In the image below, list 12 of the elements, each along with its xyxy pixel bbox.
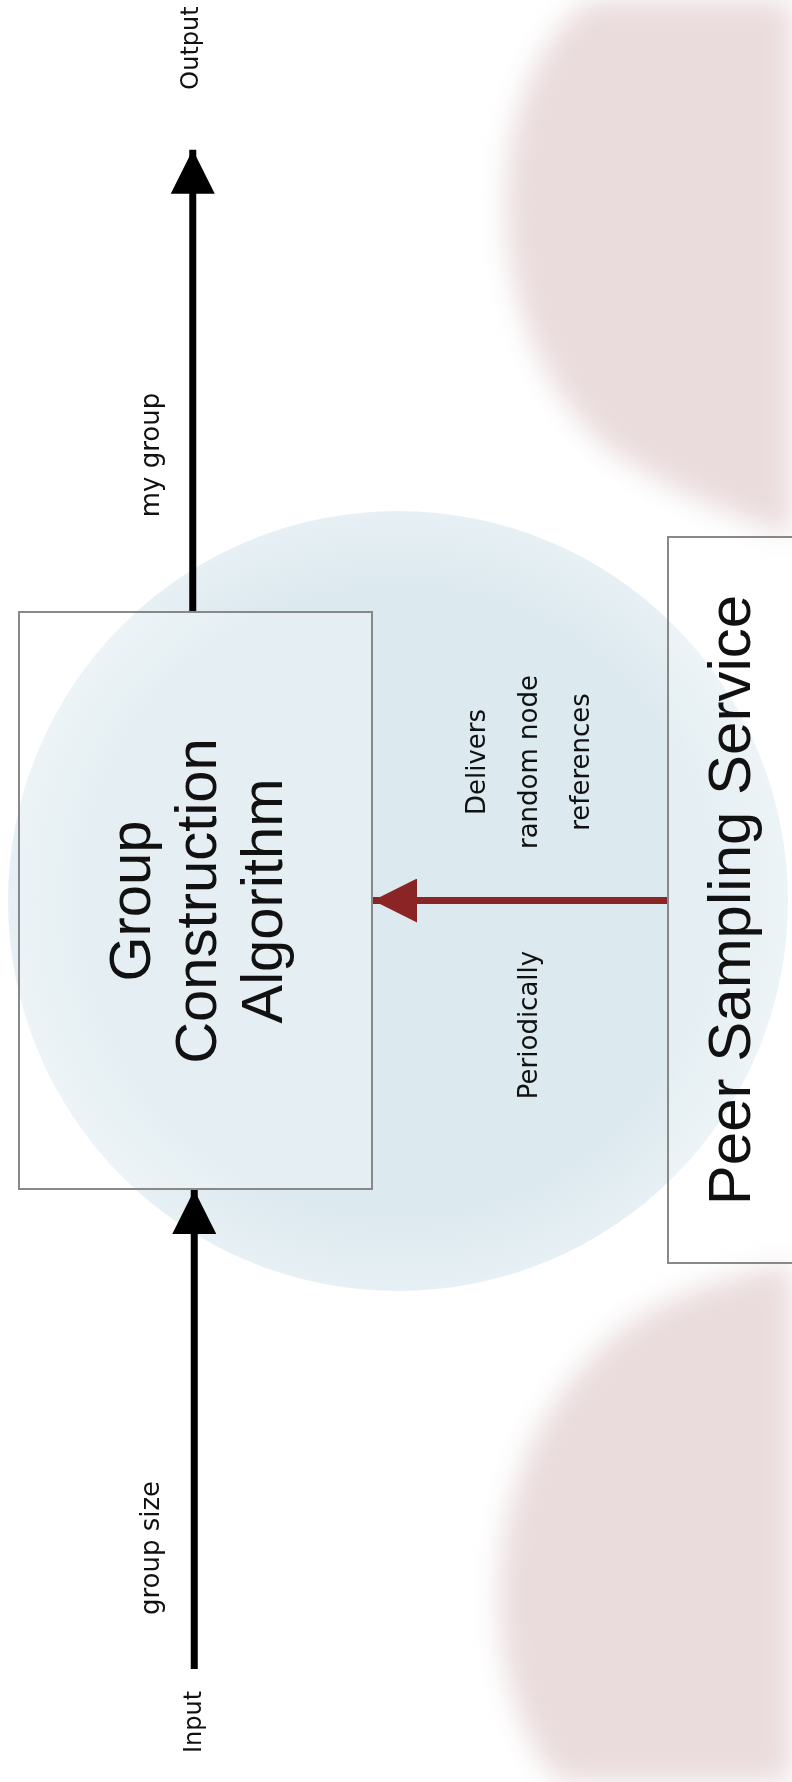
- process-box: [18, 611, 373, 1190]
- io-label: Output: [176, 6, 204, 90]
- io-label: Input: [179, 1690, 207, 1754]
- edge-label: my group: [135, 392, 165, 518]
- note-label: Periodically: [513, 950, 543, 1100]
- arrow: [373, 878, 667, 923]
- box-title: Group Construction Algorithm: [96, 736, 295, 1066]
- box-title: Peer Sampling Service: [694, 593, 764, 1208]
- edge-label: group size: [135, 1480, 165, 1616]
- edge-label: Delivers random node references: [460, 674, 596, 851]
- process-box: [667, 536, 792, 1264]
- arrow: [170, 149, 215, 611]
